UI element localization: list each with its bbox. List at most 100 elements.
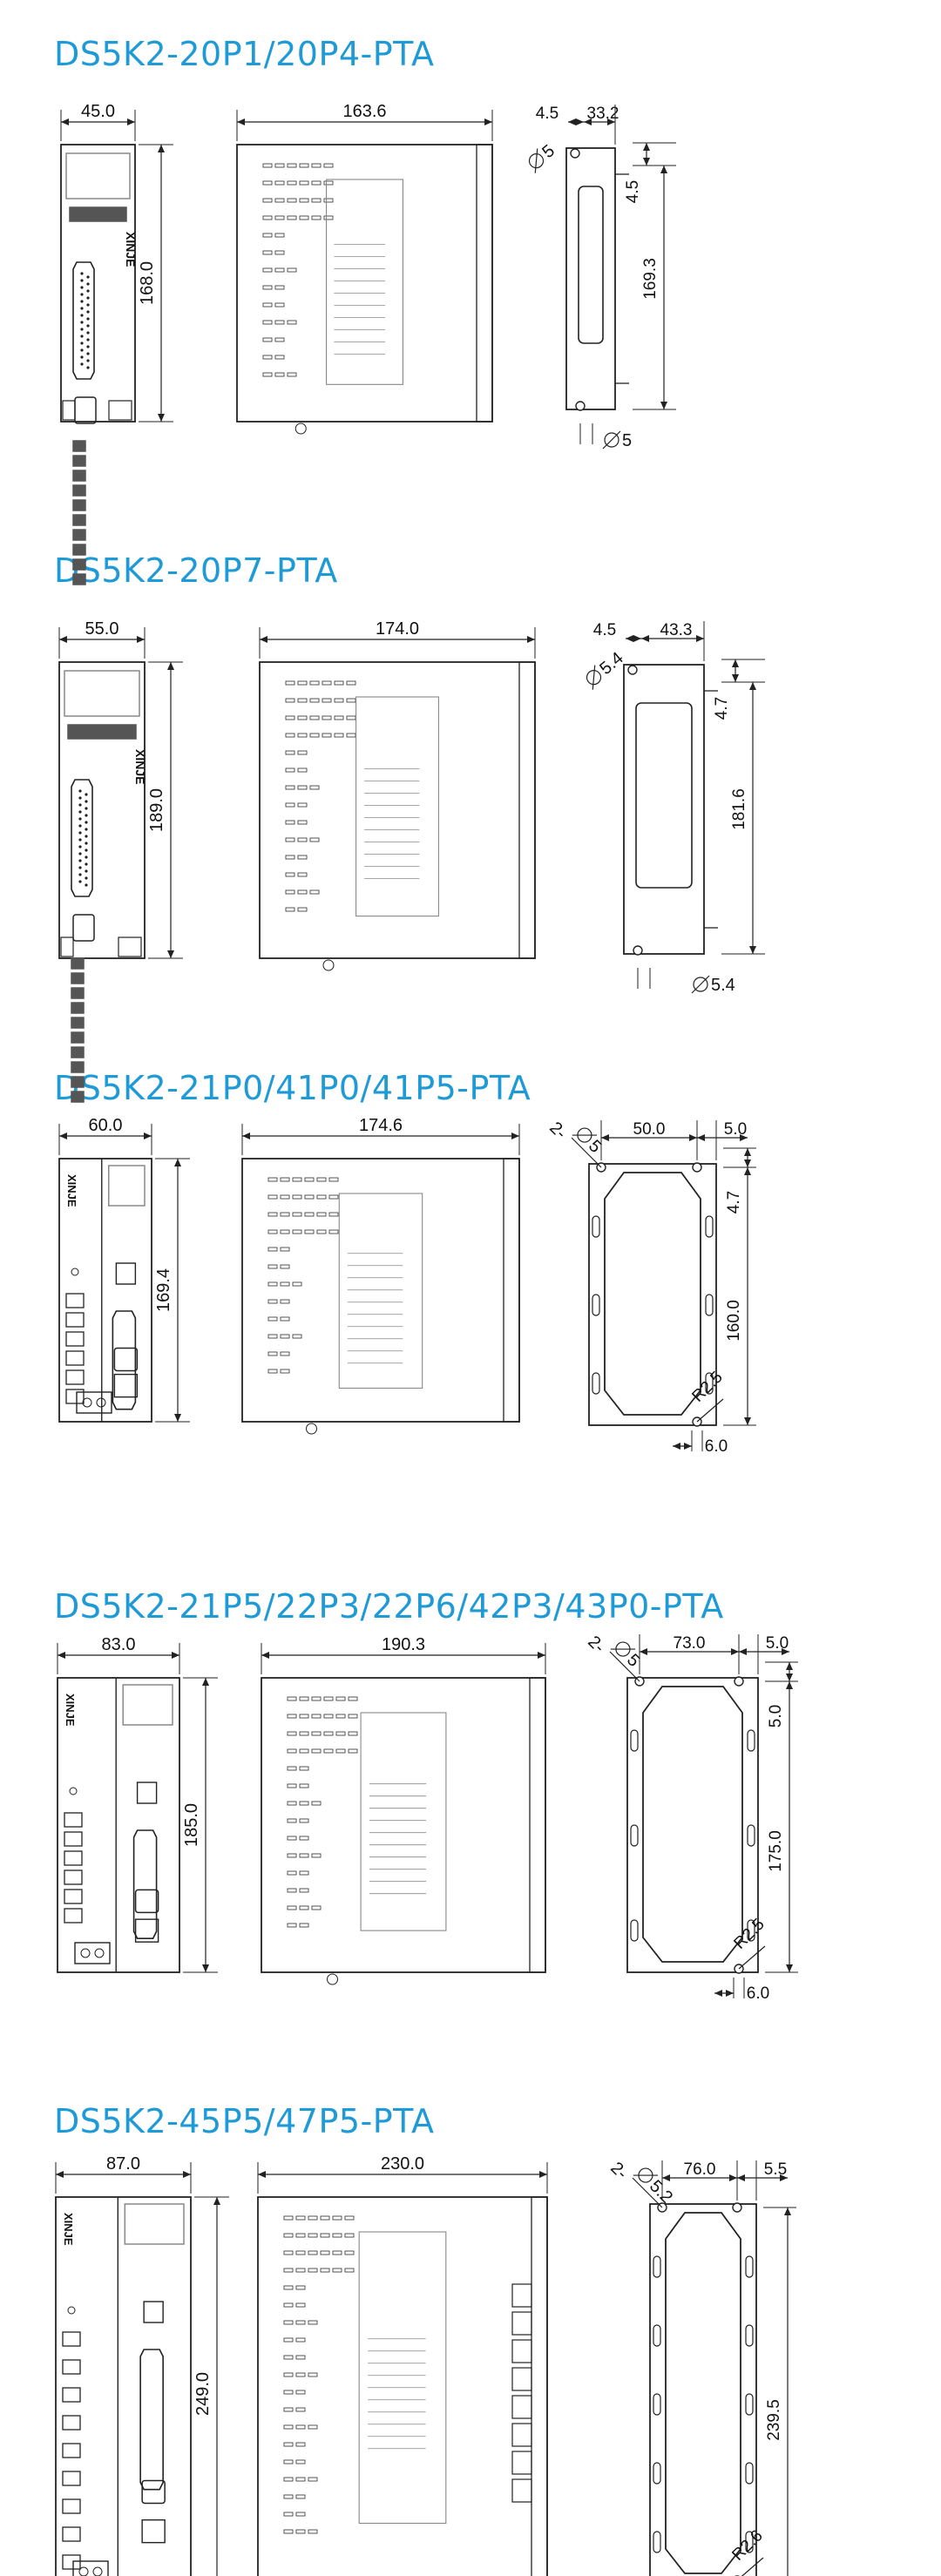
dimension-label: 230.0 bbox=[381, 2154, 424, 2174]
vent-slot bbox=[299, 1923, 309, 1928]
vent-slot bbox=[311, 1905, 322, 1910]
side-slot bbox=[705, 1372, 714, 1395]
dimension-label: R2.6 bbox=[728, 2526, 766, 2564]
vent-slot bbox=[295, 2372, 306, 2377]
dimension-label: 2- bbox=[584, 1633, 608, 1657]
vent-slot bbox=[295, 2215, 306, 2221]
dimension-label: 76.0 bbox=[684, 2160, 716, 2179]
diameter-symbol-icon bbox=[586, 670, 602, 686]
vent-slot bbox=[287, 1731, 297, 1736]
vent-slot bbox=[295, 2407, 306, 2412]
model-title: DS5K2-21P0/41P0/41P5-PTA bbox=[54, 1069, 531, 1107]
side-slot bbox=[745, 2462, 754, 2485]
diameter-label: 5 bbox=[610, 1641, 643, 1671]
spec-label bbox=[338, 1193, 423, 1389]
ground-screw-icon bbox=[94, 1948, 105, 1958]
vent-slot bbox=[297, 715, 308, 720]
vent-slot bbox=[299, 1801, 309, 1806]
terminal-block bbox=[65, 1293, 85, 1308]
dimension-label: 5.0 bbox=[767, 1705, 785, 1727]
vent-slot bbox=[267, 1194, 278, 1200]
vent-slot bbox=[280, 1369, 290, 1374]
terminal-block bbox=[62, 2331, 81, 2347]
status-led-icon bbox=[71, 1268, 79, 1276]
dimension-label: 190.3 bbox=[382, 1635, 425, 1654]
dimension-label: 55.0 bbox=[85, 619, 119, 639]
vent-slot bbox=[308, 2477, 318, 2482]
side-slot bbox=[745, 2324, 754, 2347]
vent-slot bbox=[287, 1714, 297, 1719]
vent-slot bbox=[297, 907, 308, 912]
vent-slot bbox=[311, 198, 322, 203]
terminal-pin bbox=[72, 573, 86, 585]
vent-slot bbox=[322, 733, 332, 738]
terminal-pin bbox=[71, 1061, 85, 1073]
vent-slot bbox=[267, 1247, 278, 1252]
vent-slot bbox=[299, 1731, 309, 1736]
vent-slot bbox=[287, 163, 297, 168]
side-slot bbox=[630, 1824, 639, 1847]
terminal-pin bbox=[71, 1046, 85, 1058]
vent-slot bbox=[297, 680, 308, 686]
dimension-label: 60.0 bbox=[89, 1116, 123, 1135]
vent-slot bbox=[262, 267, 273, 273]
terminal-pin bbox=[71, 1002, 85, 1014]
terminal-pin bbox=[72, 455, 86, 467]
vent-slot bbox=[274, 372, 285, 377]
vent-slot bbox=[334, 698, 344, 703]
vent-slot bbox=[308, 2215, 318, 2221]
vent-slot bbox=[274, 355, 285, 360]
dimension-label: 4.7 bbox=[713, 697, 731, 720]
vent-slot bbox=[311, 163, 322, 168]
dimension-label: 5 bbox=[622, 431, 632, 450]
vent-slot bbox=[297, 837, 308, 842]
vent-slot bbox=[304, 1229, 315, 1234]
vent-slot bbox=[283, 2477, 294, 2482]
vent-slot bbox=[287, 1801, 297, 1806]
terminal-block bbox=[511, 2311, 532, 2336]
ground-screw-icon bbox=[327, 1973, 338, 1985]
vent-slot bbox=[295, 2494, 306, 2499]
vent-slot bbox=[348, 1731, 358, 1736]
terminal-pin bbox=[72, 499, 86, 511]
terminal-block bbox=[64, 1869, 83, 1885]
side-slot bbox=[747, 1729, 755, 1752]
vent-slot bbox=[285, 733, 295, 738]
vent-slot bbox=[283, 2494, 294, 2499]
dimension-label: 239.5 bbox=[765, 2399, 783, 2441]
vent-slot bbox=[334, 680, 344, 686]
vent-slot bbox=[299, 1905, 309, 1910]
vent-slot bbox=[285, 802, 295, 808]
vent-slot bbox=[262, 163, 273, 168]
dimension-label: 2- bbox=[606, 2159, 631, 2183]
vent-slot bbox=[299, 1818, 309, 1823]
ground-screw-icon bbox=[306, 1423, 317, 1435]
vent-slot bbox=[308, 2424, 318, 2430]
vent-slot bbox=[280, 1229, 290, 1234]
mounting-hole-icon bbox=[570, 148, 580, 159]
vent-slot bbox=[309, 715, 320, 720]
terminal-block bbox=[62, 2359, 81, 2375]
vent-slot bbox=[309, 698, 320, 703]
side-view: 174.0 bbox=[259, 619, 536, 971]
vent-slot bbox=[297, 698, 308, 703]
vent-slot bbox=[322, 715, 332, 720]
vent-slot bbox=[309, 889, 320, 895]
vent-slot bbox=[299, 163, 309, 168]
vent-slot bbox=[267, 1351, 278, 1356]
vent-slot bbox=[280, 1299, 290, 1304]
terminal-block bbox=[65, 1389, 85, 1404]
vent-slot bbox=[311, 1748, 322, 1754]
dimension-label: 4.7 bbox=[725, 1191, 743, 1214]
vent-slot bbox=[287, 1818, 297, 1823]
diameter-symbol-icon bbox=[604, 432, 619, 448]
terminal-block bbox=[62, 2471, 81, 2486]
diameter-symbol-icon bbox=[693, 977, 708, 992]
power-plug bbox=[72, 2560, 109, 2576]
vent-slot bbox=[316, 1212, 327, 1217]
vent-slot bbox=[299, 1783, 309, 1788]
terminal-pin bbox=[71, 1091, 85, 1103]
dimension-label: 87.0 bbox=[106, 2154, 140, 2174]
vent-slot bbox=[295, 2512, 306, 2517]
